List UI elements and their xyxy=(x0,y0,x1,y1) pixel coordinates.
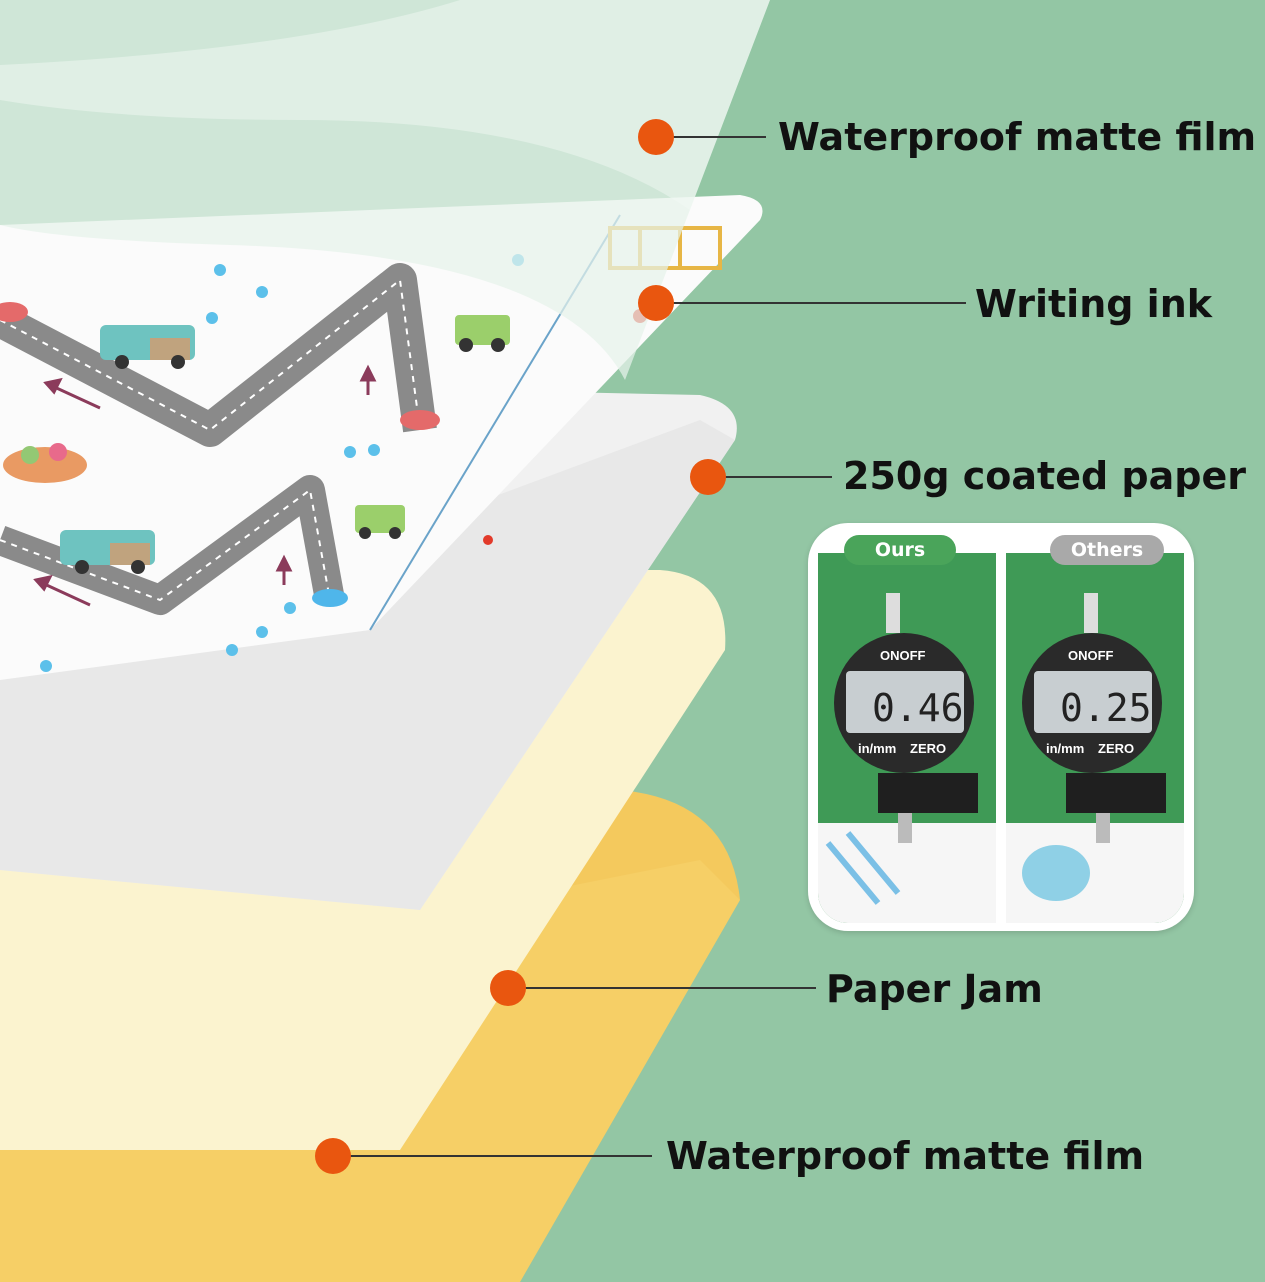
label-bottom-film: Waterproof matte film xyxy=(666,1134,1145,1178)
truck-illustration-1 xyxy=(100,325,195,369)
ours-panel: 0.46 ONOFF in/mm ZERO xyxy=(818,553,996,923)
others-tag: Others xyxy=(1050,535,1164,565)
marker-bottom-film xyxy=(315,1138,351,1174)
leader-line-top-film xyxy=(656,136,766,138)
ours-power-label: ONOFF xyxy=(880,648,926,663)
leader-line-jam xyxy=(506,987,816,989)
marker-jam xyxy=(490,970,526,1006)
leader-line-ink xyxy=(656,302,966,304)
ours-btn-right: ZERO xyxy=(910,741,946,756)
marker-ink xyxy=(638,285,674,321)
leader-line-paper xyxy=(708,476,832,478)
marker-top-film xyxy=(638,119,674,155)
others-power-label: ONOFF xyxy=(1068,648,1114,663)
truck-illustration-2 xyxy=(60,530,155,574)
label-jam: Paper Jam xyxy=(826,967,1043,1011)
ours-gauge-illustration: 0.46 ONOFF in/mm ZERO xyxy=(818,593,996,923)
label-ink: Writing ink xyxy=(975,282,1213,326)
tractor-illustration-1 xyxy=(455,315,510,352)
ours-tag: Ours xyxy=(844,535,956,565)
ours-reading: 0.46 xyxy=(872,686,964,730)
thickness-comparison-card: 0.46 ONOFF in/mm ZERO 0.25 ONOFF in/mm Z… xyxy=(808,523,1194,931)
label-paper: 250g coated paper xyxy=(843,454,1246,498)
label-top-film: Waterproof matte film xyxy=(778,115,1257,159)
others-reading: 0.25 xyxy=(1060,686,1152,730)
marker-paper xyxy=(690,459,726,495)
leader-line-bottom-film xyxy=(332,1155,652,1157)
ours-btn-left: in/mm xyxy=(858,741,896,756)
others-btn-right: ZERO xyxy=(1098,741,1134,756)
others-panel: 0.25 ONOFF in/mm ZERO xyxy=(1006,553,1184,923)
others-gauge-illustration: 0.25 ONOFF in/mm ZERO xyxy=(1006,593,1184,923)
top-film-sheet xyxy=(0,0,770,380)
flower-cart-illustration xyxy=(3,443,87,483)
others-btn-left: in/mm xyxy=(1046,741,1084,756)
tractor-illustration-2 xyxy=(355,505,405,539)
